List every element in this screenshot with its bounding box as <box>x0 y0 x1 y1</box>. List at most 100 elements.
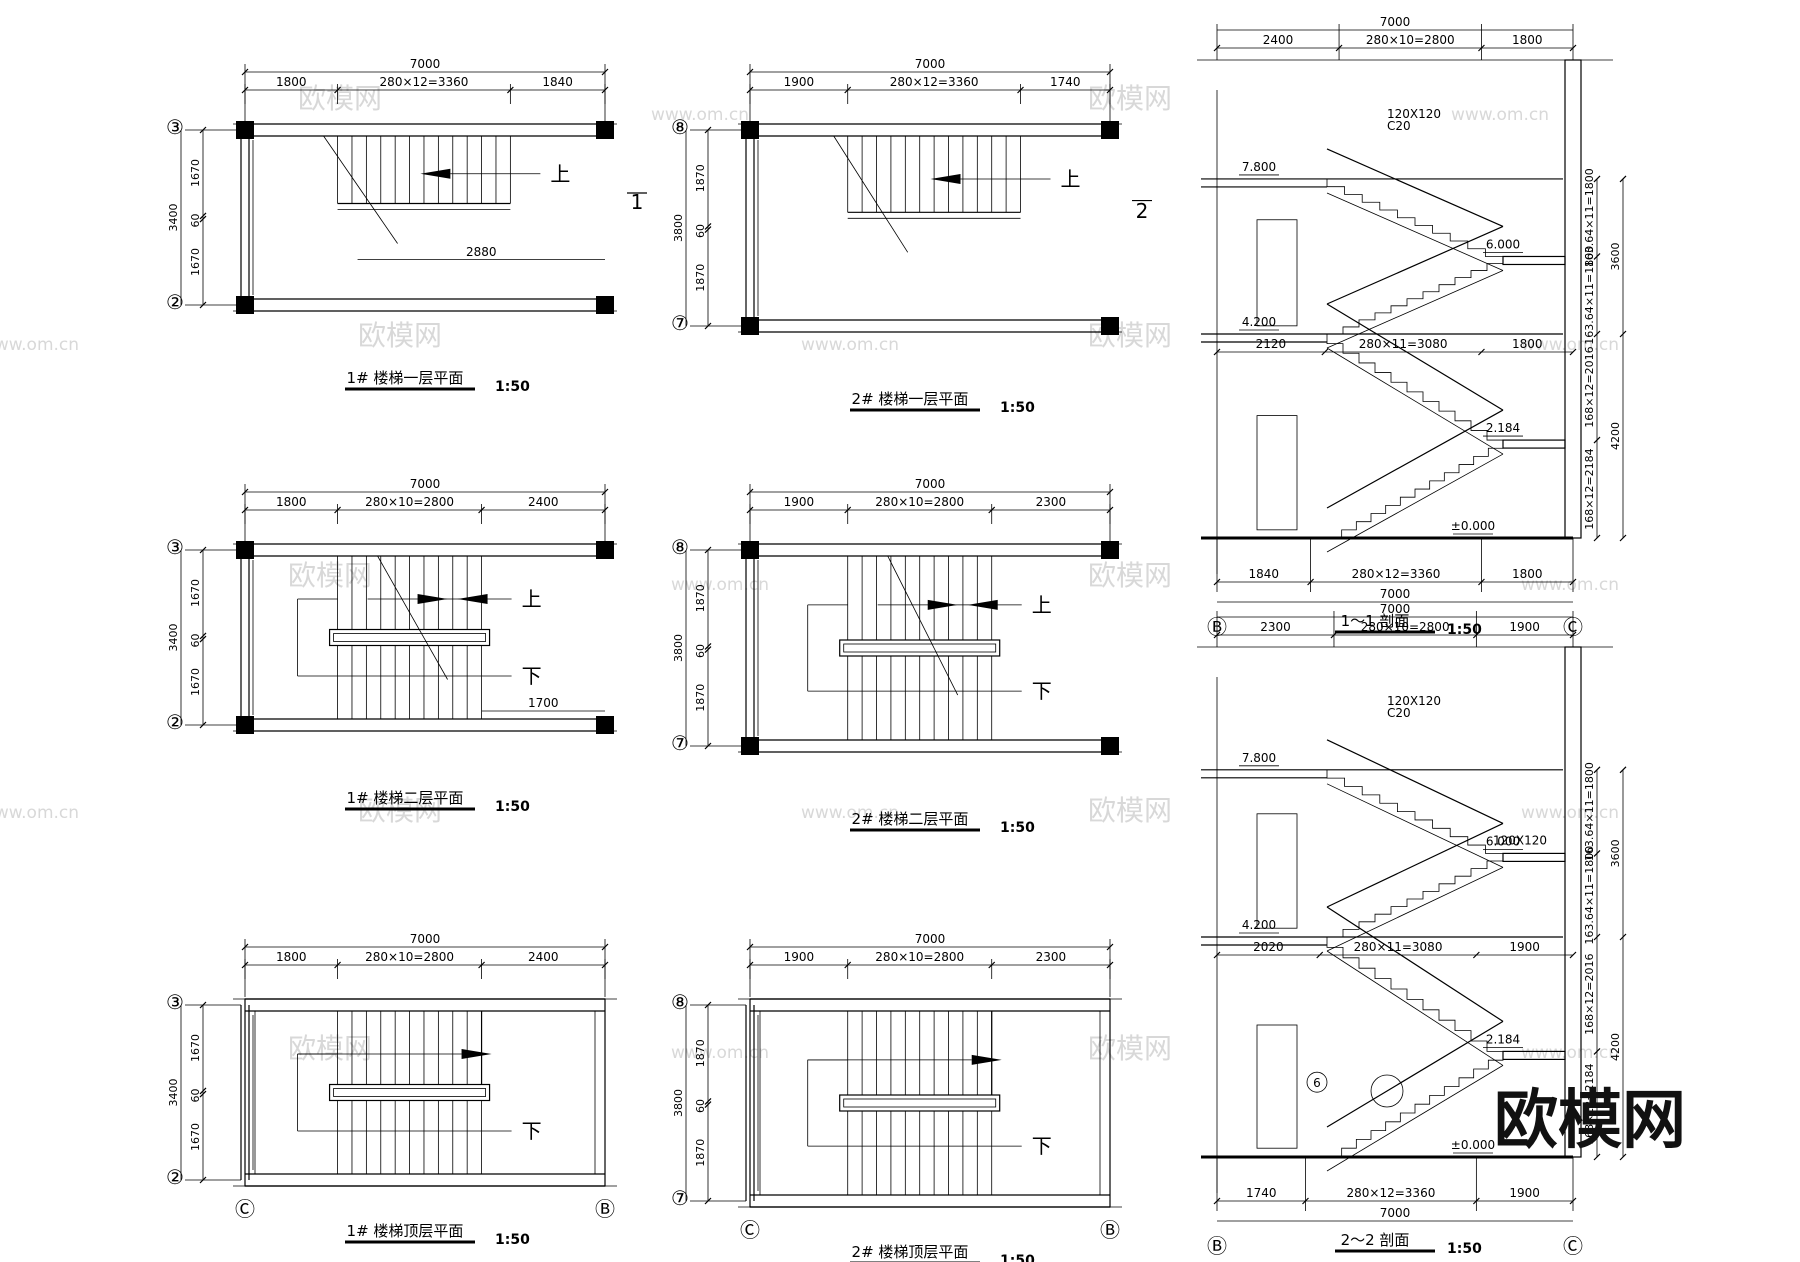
segment-dim: 1900 <box>784 950 815 964</box>
dim-tick <box>1619 534 1627 542</box>
segment-dim: 1900 <box>784 495 815 509</box>
detail-bubble <box>1306 1071 1328 1093</box>
dim-tick <box>704 643 712 650</box>
segment-dim: 2400 <box>528 950 559 964</box>
arrow-head <box>930 174 961 184</box>
segment-dim: 2120 <box>1256 337 1287 351</box>
axis-bubble: ② <box>166 1165 184 1189</box>
arrow-head <box>971 1054 1002 1065</box>
elevation-label: 6.000 <box>1486 834 1520 848</box>
handrail-inner <box>333 633 486 642</box>
vdim: 1670 <box>189 1123 202 1151</box>
segment-dim: 1800 <box>1512 567 1543 581</box>
handrail-inner <box>843 1098 997 1108</box>
vdim: 1870 <box>694 164 707 192</box>
handrail <box>328 628 491 647</box>
segment-dim: 280×10=2800 <box>365 495 454 509</box>
segment-dim: 2020 <box>1253 940 1284 954</box>
axis-bubble: Ⓑ <box>595 1197 615 1221</box>
arrow-head <box>967 599 998 610</box>
column <box>741 541 759 559</box>
dim-tick <box>1619 1153 1627 1161</box>
vdim: 1670 <box>189 1034 202 1062</box>
dim-tick <box>704 1197 712 1205</box>
overall-dim: 7000 <box>410 57 441 71</box>
dim-tick <box>1593 1047 1601 1055</box>
stair-flight <box>1327 256 1504 335</box>
axis-bubble: ⑧ <box>671 535 689 559</box>
column <box>596 541 614 559</box>
section-cut: 1 <box>631 190 644 214</box>
vdim: 1870 <box>694 264 707 292</box>
watermark-text: 欧模网 <box>358 319 442 352</box>
dim-tick <box>1213 951 1221 959</box>
dim-tick <box>199 721 207 729</box>
handrail <box>1326 148 1504 228</box>
dim-tick <box>704 742 712 750</box>
segment-dim: 2300 <box>1260 620 1291 634</box>
dim-tick <box>704 1001 712 1009</box>
dim-tick <box>704 223 712 230</box>
stair-soffit <box>1326 950 1504 1066</box>
vdim: 1870 <box>694 1039 707 1067</box>
watermark-url: www.om.cn <box>1521 335 1619 355</box>
stair-flight <box>1327 440 1504 539</box>
dim-tick <box>1593 766 1601 774</box>
column <box>236 716 254 734</box>
handrail <box>1326 739 1504 824</box>
dim-tick <box>199 126 207 134</box>
elevation-label: 4.200 <box>1242 918 1276 932</box>
segment-dim: 1740 <box>1246 1186 1277 1200</box>
overall-dim: 7000 <box>915 477 946 491</box>
segment-dim: 1740 <box>1050 75 1081 89</box>
dim-tick <box>199 1087 207 1095</box>
vtotal: 3800 <box>672 214 685 242</box>
plan-title: 1# 楼梯二层平面 <box>347 789 464 807</box>
handrail <box>1326 822 1504 908</box>
dim-tick <box>1213 348 1221 356</box>
right-dim: 168×12=2184 <box>1583 448 1596 529</box>
column <box>1101 317 1119 335</box>
segment-dim: 2400 <box>1263 33 1294 47</box>
vdim: 1670 <box>189 159 202 187</box>
column <box>236 121 254 139</box>
overall-dim: 7000 <box>915 57 946 71</box>
dim-tick <box>1569 951 1577 959</box>
axis-bubble: Ⓒ <box>235 1197 255 1221</box>
segment-dim: 1840 <box>542 75 573 89</box>
dim-tick <box>1593 933 1601 941</box>
plan-title: 1# 楼梯一层平面 <box>347 369 464 387</box>
extra-dim: 1700 <box>528 696 559 710</box>
landing <box>1502 852 1566 863</box>
segment-dim: 1800 <box>276 75 307 89</box>
segment-dim: 280×10=2800 <box>875 950 964 964</box>
dim-tick <box>704 126 712 134</box>
wall-outline <box>749 998 1111 1208</box>
dim-tick <box>1593 436 1601 444</box>
vdim: 60 <box>694 644 707 658</box>
vtotal: 3400 <box>167 204 180 232</box>
dim-tick <box>1593 849 1601 857</box>
down-label: 下 <box>522 1119 542 1143</box>
axis-bubble: Ⓑ <box>1207 1234 1227 1258</box>
break-line <box>887 555 959 696</box>
right-dim: 163.64×11=1800 <box>1583 246 1596 345</box>
elevation-label: ±0.000 <box>1451 519 1495 533</box>
elevation-label: 2.184 <box>1486 1032 1520 1046</box>
down-label: 下 <box>522 664 542 688</box>
arrow-head <box>457 594 488 604</box>
segment-dim: 1800 <box>276 950 307 964</box>
vtotal: 3400 <box>167 624 180 652</box>
watermark-text: 欧模网 <box>288 1032 372 1065</box>
axis-bubble: Ⓒ <box>740 1218 760 1242</box>
beam-label: 120X120 <box>1387 694 1441 708</box>
column <box>596 716 614 734</box>
vdim: 1870 <box>694 1139 707 1167</box>
vtotal: 3800 <box>672 634 685 662</box>
watermark-url: www.om.cn <box>801 335 899 355</box>
